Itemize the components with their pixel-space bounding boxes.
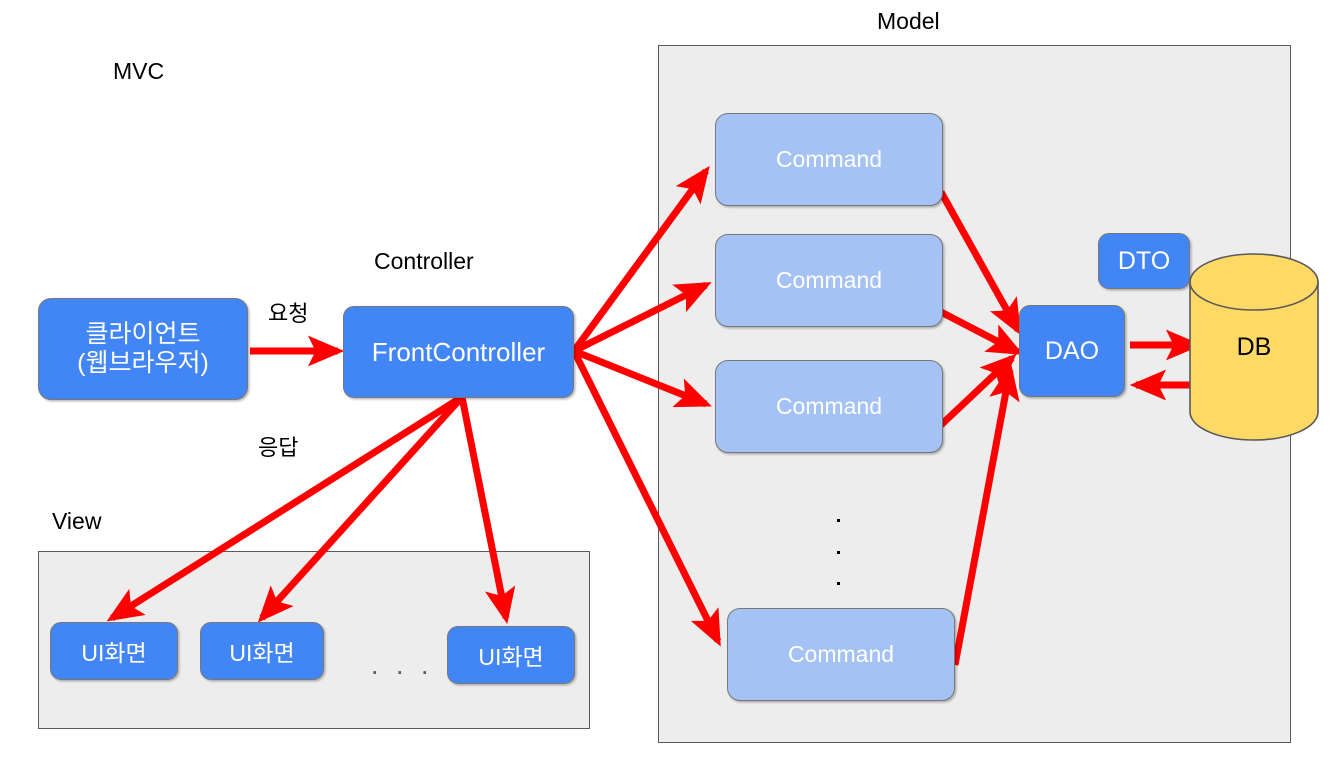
- db-cylinder-icon: [1189, 253, 1319, 441]
- dot-1: [836, 519, 840, 522]
- view-node-2[interactable]: UI화면: [200, 622, 324, 680]
- response-label: 응답: [258, 435, 299, 460]
- view-node-2-label: UI화면: [229, 640, 295, 666]
- command-node-1[interactable]: Command: [715, 113, 943, 206]
- command-vertical-ellipsis: [836, 519, 840, 585]
- db-node[interactable]: DB: [1189, 253, 1319, 441]
- command-node-4[interactable]: Command: [727, 608, 955, 701]
- dto-node[interactable]: DTO: [1098, 233, 1190, 289]
- command-node-4-label: Command: [787, 641, 895, 667]
- command-node-2[interactable]: Command: [715, 234, 943, 327]
- request-label: 요청: [268, 301, 309, 326]
- controller-section-label: Controller: [374, 248, 474, 274]
- dao-node[interactable]: DAO: [1019, 305, 1125, 397]
- view-node-1-label: UI화면: [81, 640, 147, 666]
- view-section-label: View: [52, 508, 102, 534]
- front-controller-label: FrontController: [371, 336, 546, 367]
- dto-label: DTO: [1117, 246, 1171, 275]
- view-node-1[interactable]: UI화면: [50, 622, 178, 680]
- client-node[interactable]: 클라이언트 (웹브라우저): [38, 298, 248, 400]
- command-node-1-label: Command: [775, 146, 883, 172]
- front-controller-node[interactable]: FrontController: [343, 306, 574, 398]
- db-label: DB: [1236, 332, 1272, 361]
- client-label-line1: 클라이언트: [85, 320, 201, 349]
- dao-label: DAO: [1044, 336, 1100, 365]
- view-node-3-label: UI화면: [478, 644, 544, 670]
- dot-3: [836, 582, 840, 585]
- dot-2: [836, 550, 840, 554]
- view-ellipsis: . . .: [371, 650, 434, 680]
- client-label-line2: (웹브라우저): [77, 349, 209, 377]
- view-node-3[interactable]: UI화면: [447, 626, 575, 684]
- mvc-title: MVC: [113, 58, 165, 84]
- command-node-3[interactable]: Command: [715, 360, 943, 453]
- command-node-3-label: Command: [775, 393, 883, 419]
- command-node-2-label: Command: [775, 267, 883, 293]
- model-section-label: Model: [877, 8, 940, 34]
